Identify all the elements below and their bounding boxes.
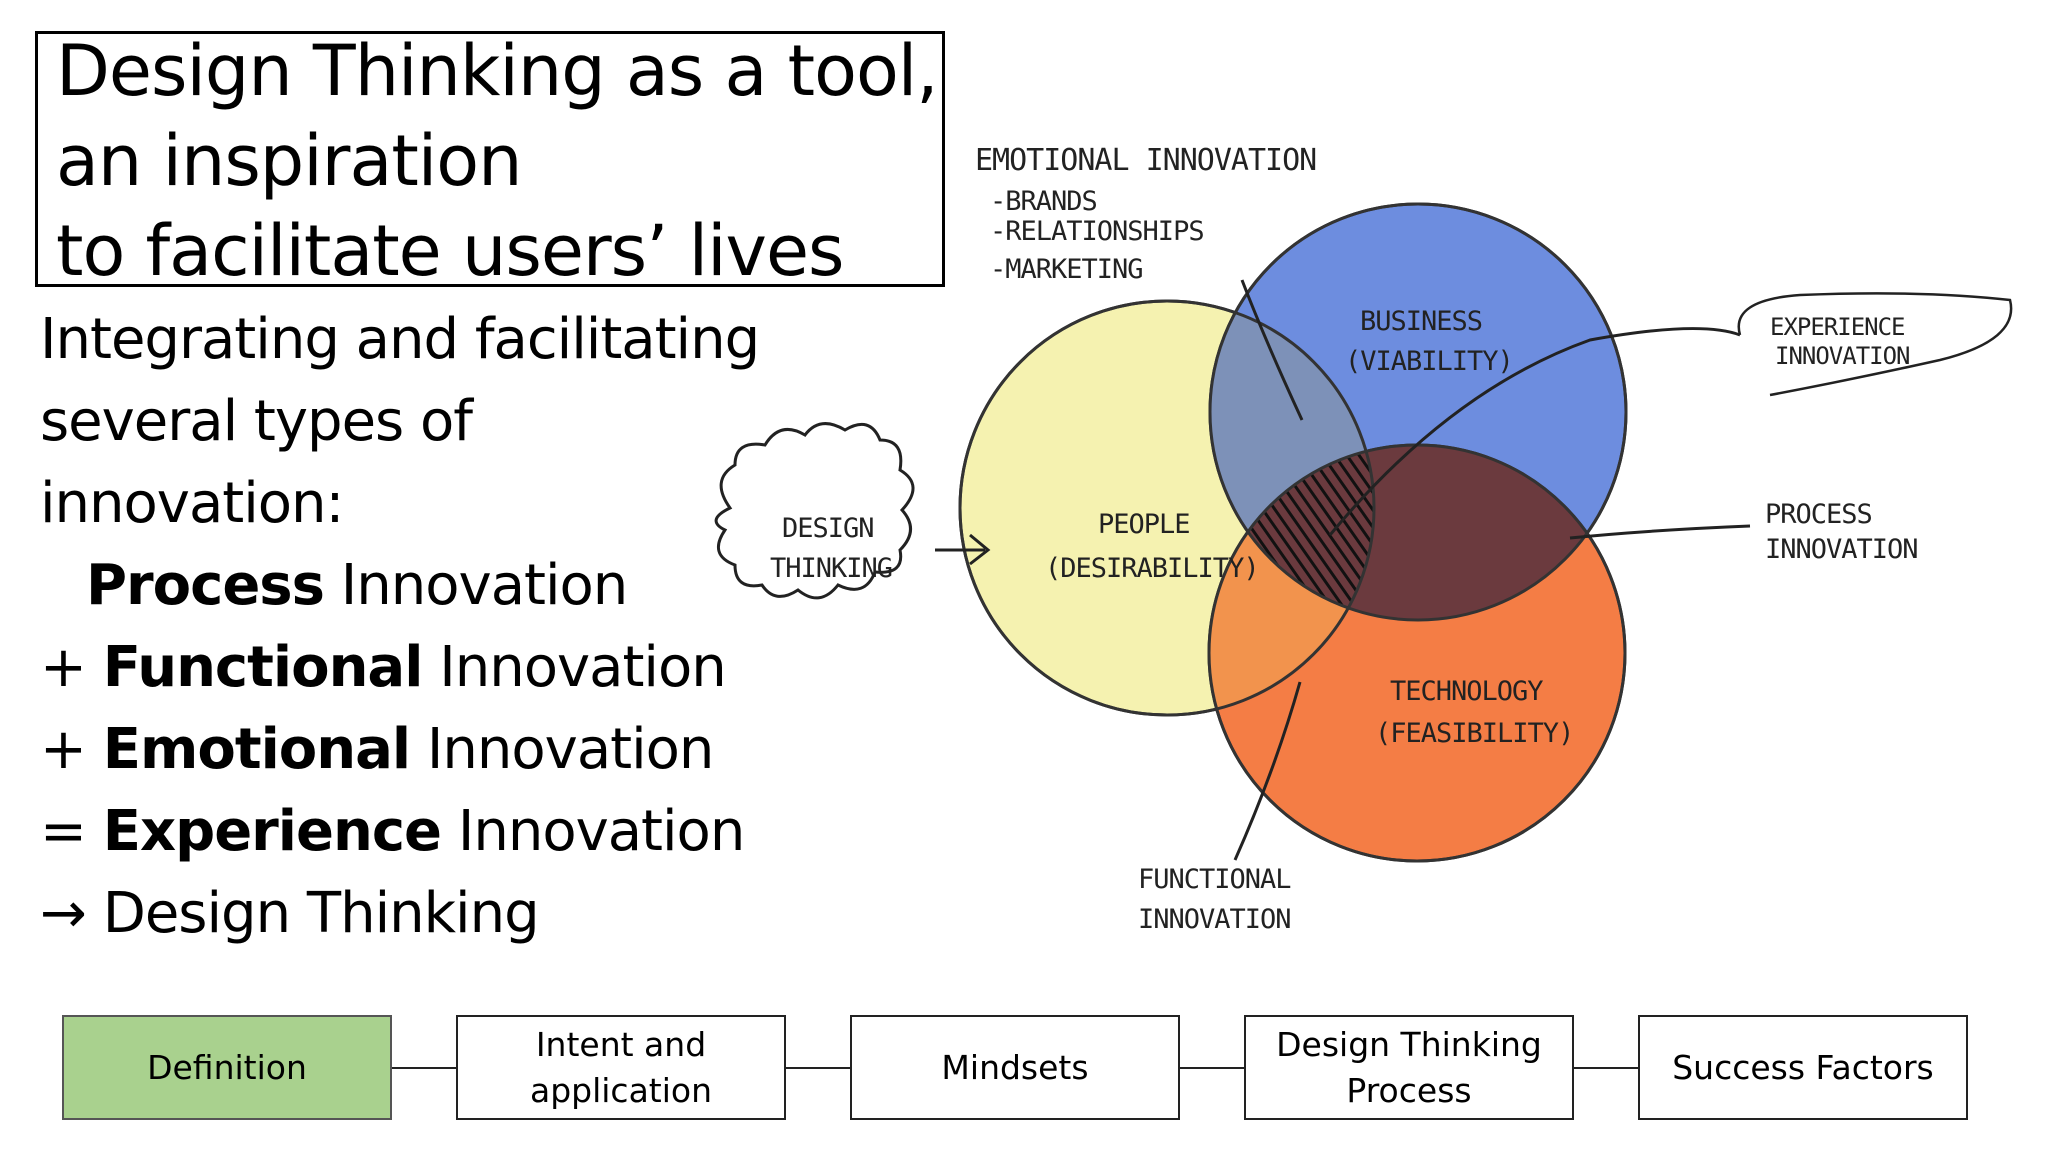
- experience-pointer-line: [1328, 327, 1741, 536]
- slide-title-line-1: Design Thinking as a tool,: [56, 30, 938, 112]
- functional-label-1: FUNCTIONAL: [1138, 864, 1291, 895]
- innovation-prefix: =: [40, 799, 103, 864]
- emotional-pointer-line: [1240, 279, 1304, 421]
- people-label: PEOPLE: [1098, 509, 1190, 540]
- emotional-item-relationships: -RELATIONSHIPS: [990, 216, 1204, 247]
- arrow-icon: [935, 533, 991, 566]
- nav-item-label: Mindsets: [941, 1047, 1089, 1087]
- innovation-keyword: Process: [86, 553, 325, 618]
- functional-label-2: INNOVATION: [1138, 904, 1291, 935]
- nav-item-success-factors[interactable]: Success Factors: [1638, 1015, 1968, 1120]
- technology-label: TECHNOLOGY: [1390, 676, 1543, 707]
- innovation-suffix: Innovation: [422, 635, 727, 700]
- intro-line-2: several types of: [40, 389, 473, 454]
- innovation-prefix: +: [40, 635, 103, 700]
- nav-connector: [392, 1067, 458, 1069]
- innovation-process: Process Innovation: [86, 553, 629, 618]
- innovation-keyword: Emotional: [102, 717, 411, 782]
- intro-line-3: innovation:: [40, 471, 344, 536]
- nav-connector: [1574, 1067, 1640, 1069]
- people-technology-overlap: [1209, 445, 1374, 715]
- nav-connector: [786, 1067, 852, 1069]
- experience-label-2: INNOVATION: [1775, 342, 1910, 370]
- nav-item-label: Success Factors: [1672, 1047, 1934, 1087]
- nav-item-definition[interactable]: Definition: [62, 1015, 392, 1120]
- design-thinking-label-1: DESIGN: [782, 513, 874, 544]
- nav-item-label: Definition: [147, 1047, 307, 1087]
- innovation-experience: = Experience Innovation: [40, 799, 746, 864]
- emotional-item-brands: -BRANDS: [990, 186, 1097, 217]
- process-pointer-line: [1569, 524, 1751, 540]
- technology-sublabel: (FEASIBILITY): [1375, 718, 1573, 749]
- process-label-2: INNOVATION: [1765, 534, 1918, 565]
- intro-line-1: Integrating and facilitating: [40, 307, 760, 372]
- slide-title-line-3: to facilitate users’ lives: [56, 210, 845, 292]
- innovation-suffix: Innovation: [441, 799, 746, 864]
- innovation-keyword: Functional: [102, 635, 424, 700]
- innovation-venn-diagram: EMOTIONAL INNOVATION -BRANDS -RELATIONSH…: [714, 143, 2013, 935]
- emotional-item-marketing: -MARKETING: [990, 254, 1143, 285]
- innovation-keyword: Experience: [102, 799, 442, 864]
- slide-title-line-2: an inspiration: [56, 120, 522, 202]
- design-thinking-label-2: THINKING: [770, 553, 892, 584]
- nav-item-mindsets[interactable]: Mindsets: [850, 1015, 1180, 1120]
- innovation-functional: + Functional Innovation: [40, 635, 727, 700]
- experience-loop: [1737, 292, 2013, 397]
- innovation-prefix: +: [40, 717, 103, 782]
- innovation-suffix: Innovation: [323, 553, 629, 618]
- design-thinking-cloud: [714, 422, 915, 600]
- experience-label-1: EXPERIENCE: [1770, 313, 1905, 341]
- business-label: BUSINESS: [1360, 306, 1482, 337]
- conclusion-design-thinking: → Design Thinking: [40, 881, 540, 946]
- innovation-suffix: Innovation: [410, 717, 715, 782]
- functional-pointer-line: [1233, 681, 1302, 861]
- process-label-1: PROCESS: [1765, 499, 1872, 530]
- emotional-innovation-title: EMOTIONAL INNOVATION: [975, 143, 1316, 178]
- slide-title-box: Design Thinking as a tool, an inspiratio…: [35, 31, 945, 287]
- innovation-emotional: + Emotional Innovation: [40, 717, 715, 782]
- nav-connector: [1180, 1067, 1246, 1069]
- people-sublabel: (DESIRABILITY): [1045, 553, 1259, 584]
- business-sublabel: (VIABILITY): [1345, 346, 1513, 377]
